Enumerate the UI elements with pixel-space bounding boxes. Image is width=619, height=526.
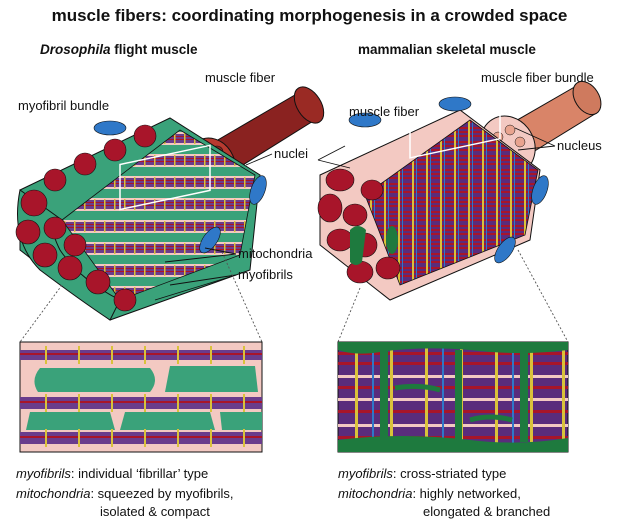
- right-caption-mito-desc-1: : highly networked,: [412, 486, 520, 501]
- label-muscle-fiber-right: muscle fiber: [349, 104, 419, 119]
- right-caption-mitochondria-2: elongated & branched: [423, 504, 550, 519]
- right-caption-myofibrils-desc: : cross-striated type: [393, 466, 506, 481]
- left-caption-myofibrils-desc: : individual ‘fibrillar’ type: [71, 466, 208, 481]
- left-caption-myofibrils-term: myofibrils: [16, 466, 71, 481]
- label-muscle-fiber-bundle: muscle fiber bundle: [481, 70, 594, 85]
- label-nucleus: nucleus: [557, 138, 602, 153]
- right-caption-mitochondria: mitochondria: highly networked,: [338, 486, 521, 501]
- label-muscle-fiber-left: muscle fiber: [205, 70, 275, 85]
- left-caption-mitochondria-2: isolated & compact: [100, 504, 210, 519]
- right-caption-myofibrils-term: myofibrils: [338, 466, 393, 481]
- label-myofibril-bundle: myofibril bundle: [18, 98, 109, 113]
- left-caption-mito-desc-1: : squeezed by myofibrils,: [90, 486, 233, 501]
- mammal-zoom-panel: [338, 342, 568, 452]
- label-myofibrils: myofibrils: [238, 267, 293, 282]
- right-caption-myofibrils: myofibrils: cross-striated type: [338, 466, 506, 481]
- label-nuclei: nuclei: [274, 146, 308, 161]
- left-caption-myofibrils: myofibrils: individual ‘fibrillar’ type: [16, 466, 208, 481]
- right-caption-mito-term: mitochondria: [338, 486, 412, 501]
- fly-zoom-panel: [20, 342, 262, 452]
- label-mitochondria: mitochondria: [238, 246, 312, 261]
- left-caption-mitochondria: mitochondria: squeezed by myofibrils,: [16, 486, 234, 501]
- left-caption-mito-term: mitochondria: [16, 486, 90, 501]
